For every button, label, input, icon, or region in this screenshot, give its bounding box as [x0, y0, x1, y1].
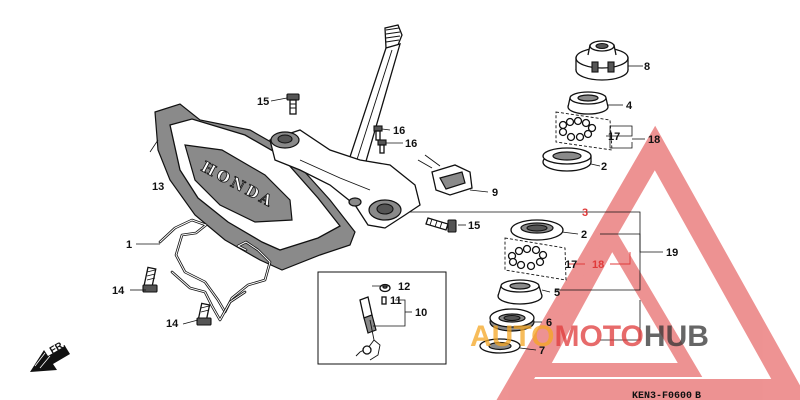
callout-15-upper: 15: [257, 96, 269, 108]
callout-9: 9: [492, 187, 498, 199]
watermark-text: AUTOMOTOHUB: [470, 320, 709, 353]
callout-12: 12: [398, 281, 410, 293]
stem-nut-8: [575, 40, 629, 81]
callout-8: 8: [644, 61, 650, 73]
lock-assembly-10: [355, 296, 381, 361]
leader-lines: [130, 65, 663, 351]
callout-18-lower: 18: [592, 259, 604, 271]
watermark-auto: AUTO: [470, 320, 554, 353]
cable-clamp-9: [417, 154, 473, 196]
cone-race-5: [497, 279, 543, 305]
watermark-logo: [496, 125, 800, 400]
steel-balls-17-lower: [504, 237, 567, 281]
callout-16b: 16: [405, 138, 417, 150]
cap-12: [379, 283, 391, 293]
bolt-15-upper: [286, 93, 300, 115]
pin-11: [381, 296, 387, 305]
ball-race-2-lower: [510, 219, 564, 241]
callout-2-lower: 2: [581, 229, 587, 241]
callout-19: 19: [666, 247, 678, 259]
svg-text:AUTOMOTOHUB: AUTOMOTOHUB: [470, 320, 709, 353]
callout-7: 7: [539, 345, 545, 357]
headlight-cover-13: HONDA: [154, 103, 356, 271]
watermark-moto: MOTO: [554, 320, 643, 353]
washer-7: [479, 338, 521, 354]
screw-16b: [377, 139, 387, 154]
callout-13: 13: [152, 181, 164, 193]
ball-race-2-upper: [542, 147, 592, 172]
screw-16a: [373, 125, 383, 141]
steel-balls-17-upper: [555, 111, 613, 151]
callout-14-lower: 14: [166, 318, 179, 330]
bolt-15-lower: [425, 217, 457, 233]
watermark-hub: HUB: [644, 320, 709, 353]
bolt-14-lower: [196, 302, 212, 326]
callout-4: 4: [626, 100, 633, 112]
inset-box: [317, 271, 447, 365]
callout-3: 3: [582, 207, 588, 219]
callout-5: 5: [554, 287, 560, 299]
callout-6: 6: [546, 317, 552, 329]
callout-1: 1: [126, 239, 132, 251]
front-direction-arrow: FR.: [30, 339, 70, 372]
callout-17-lower: 17: [565, 259, 577, 271]
callout-17-upper: 17: [608, 131, 620, 143]
cone-race-4: [567, 91, 609, 115]
steering-stem: [269, 24, 421, 229]
wire-stay-1: [158, 218, 272, 322]
callout-10: 10: [415, 307, 427, 319]
bolt-14-upper: [142, 266, 158, 293]
callout-16a: 16: [393, 125, 405, 137]
callout-14-upper: 14: [112, 285, 125, 297]
callout-11: 11: [390, 295, 402, 307]
callouts: 1 2 2 3 4 5 6 7 8 9 10 11 12 13 14 14 15…: [112, 61, 678, 357]
callout-2-upper: 2: [601, 161, 607, 173]
callout-15-lower: 15: [468, 220, 480, 232]
callout-18-upper: 18: [648, 134, 660, 146]
